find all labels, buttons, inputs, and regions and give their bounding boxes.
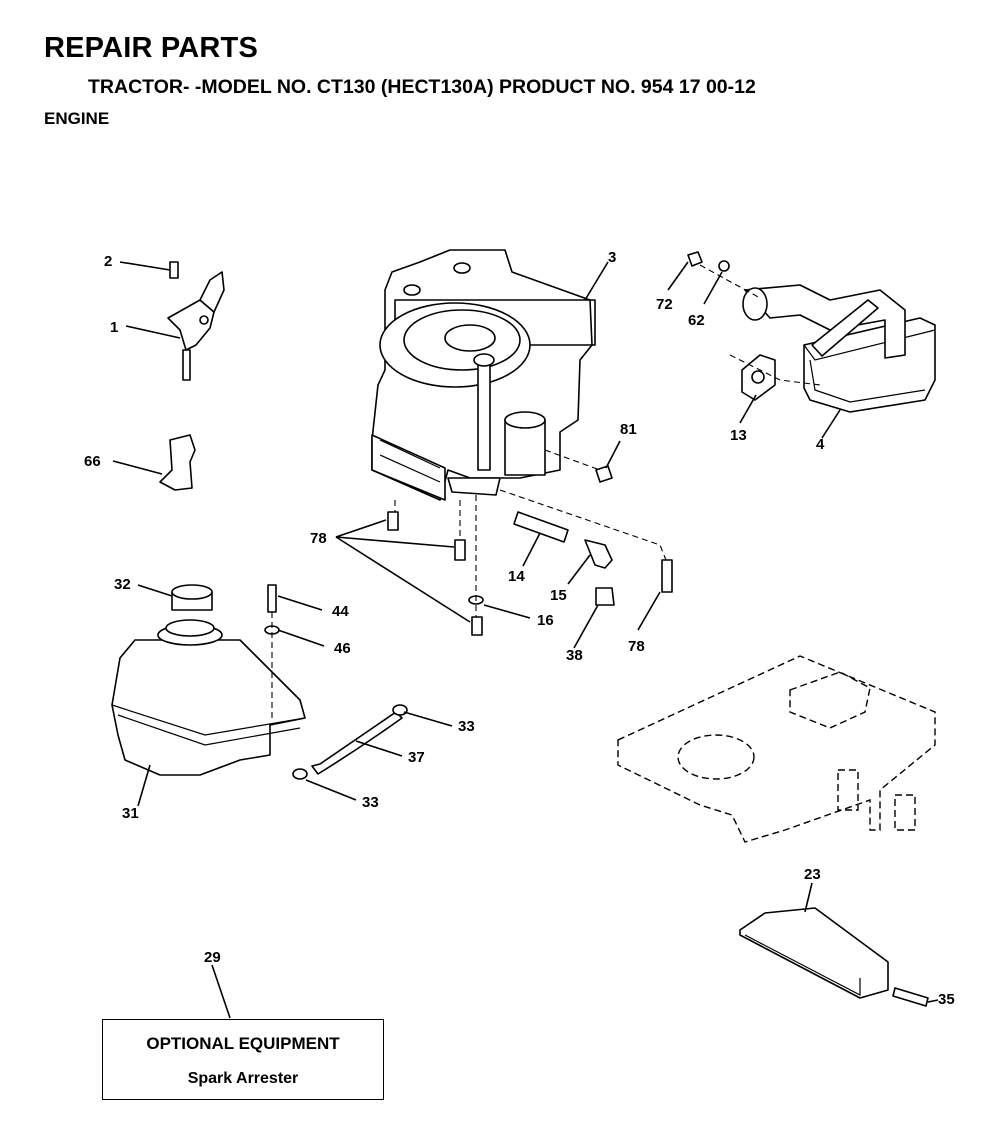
callout-62: 62 [688,312,705,329]
callout-4: 4 [816,436,825,453]
callout-14: 14 [508,568,525,585]
fuel-hose-assembly [292,704,408,780]
fuel-tank-assembly [111,584,306,776]
callout-66: 66 [84,453,101,470]
callout-29: 29 [204,949,221,966]
optional-equipment-item: Spark Arrester [187,1070,299,1087]
callout-23: 23 [804,866,821,883]
callout-44: 44 [332,603,349,620]
callout-78-right: 78 [628,638,645,655]
callout-38: 38 [566,647,583,664]
callout-32: 32 [114,576,131,593]
callout-16: 16 [537,612,554,629]
section-title: ENGINE [44,109,110,128]
callout-15: 15 [550,587,567,604]
page-title: REPAIR PARTS [44,32,259,64]
callout-33-bottom: 33 [362,794,379,811]
optional-equipment-title: OPTIONAL EQUIPMENT [146,1034,340,1053]
shield-23 [739,907,929,1007]
throttle-bracket [167,261,225,381]
callout-2: 2 [104,253,112,270]
callout-81: 81 [620,421,637,438]
engine-fittings [387,449,673,636]
callout-33-top: 33 [458,718,475,735]
engine-assembly [371,249,596,501]
callout-46: 46 [334,640,351,657]
callout-37: 37 [408,749,425,766]
callout-3: 3 [608,249,616,266]
callout-72: 72 [656,296,673,313]
optional-equipment-box: OPTIONAL EQUIPMENT Spark Arrester [102,1019,384,1100]
clip-66 [159,434,196,491]
callout-35: 35 [938,991,955,1008]
muffler-assembly [687,251,936,413]
leader-lines [112,261,939,1019]
callout-13: 13 [730,427,747,444]
model-subtitle: TRACTOR- -MODEL NO. CT130 (HECT130A) PRO… [88,76,756,98]
callout-1: 1 [110,319,118,336]
tractor-frame [617,655,936,843]
callout-labels: 1 2 3 4 13 14 15 16 23 29 31 32 33 33 35… [84,249,955,1008]
callout-31: 31 [122,805,139,822]
callout-78-left: 78 [310,530,327,547]
